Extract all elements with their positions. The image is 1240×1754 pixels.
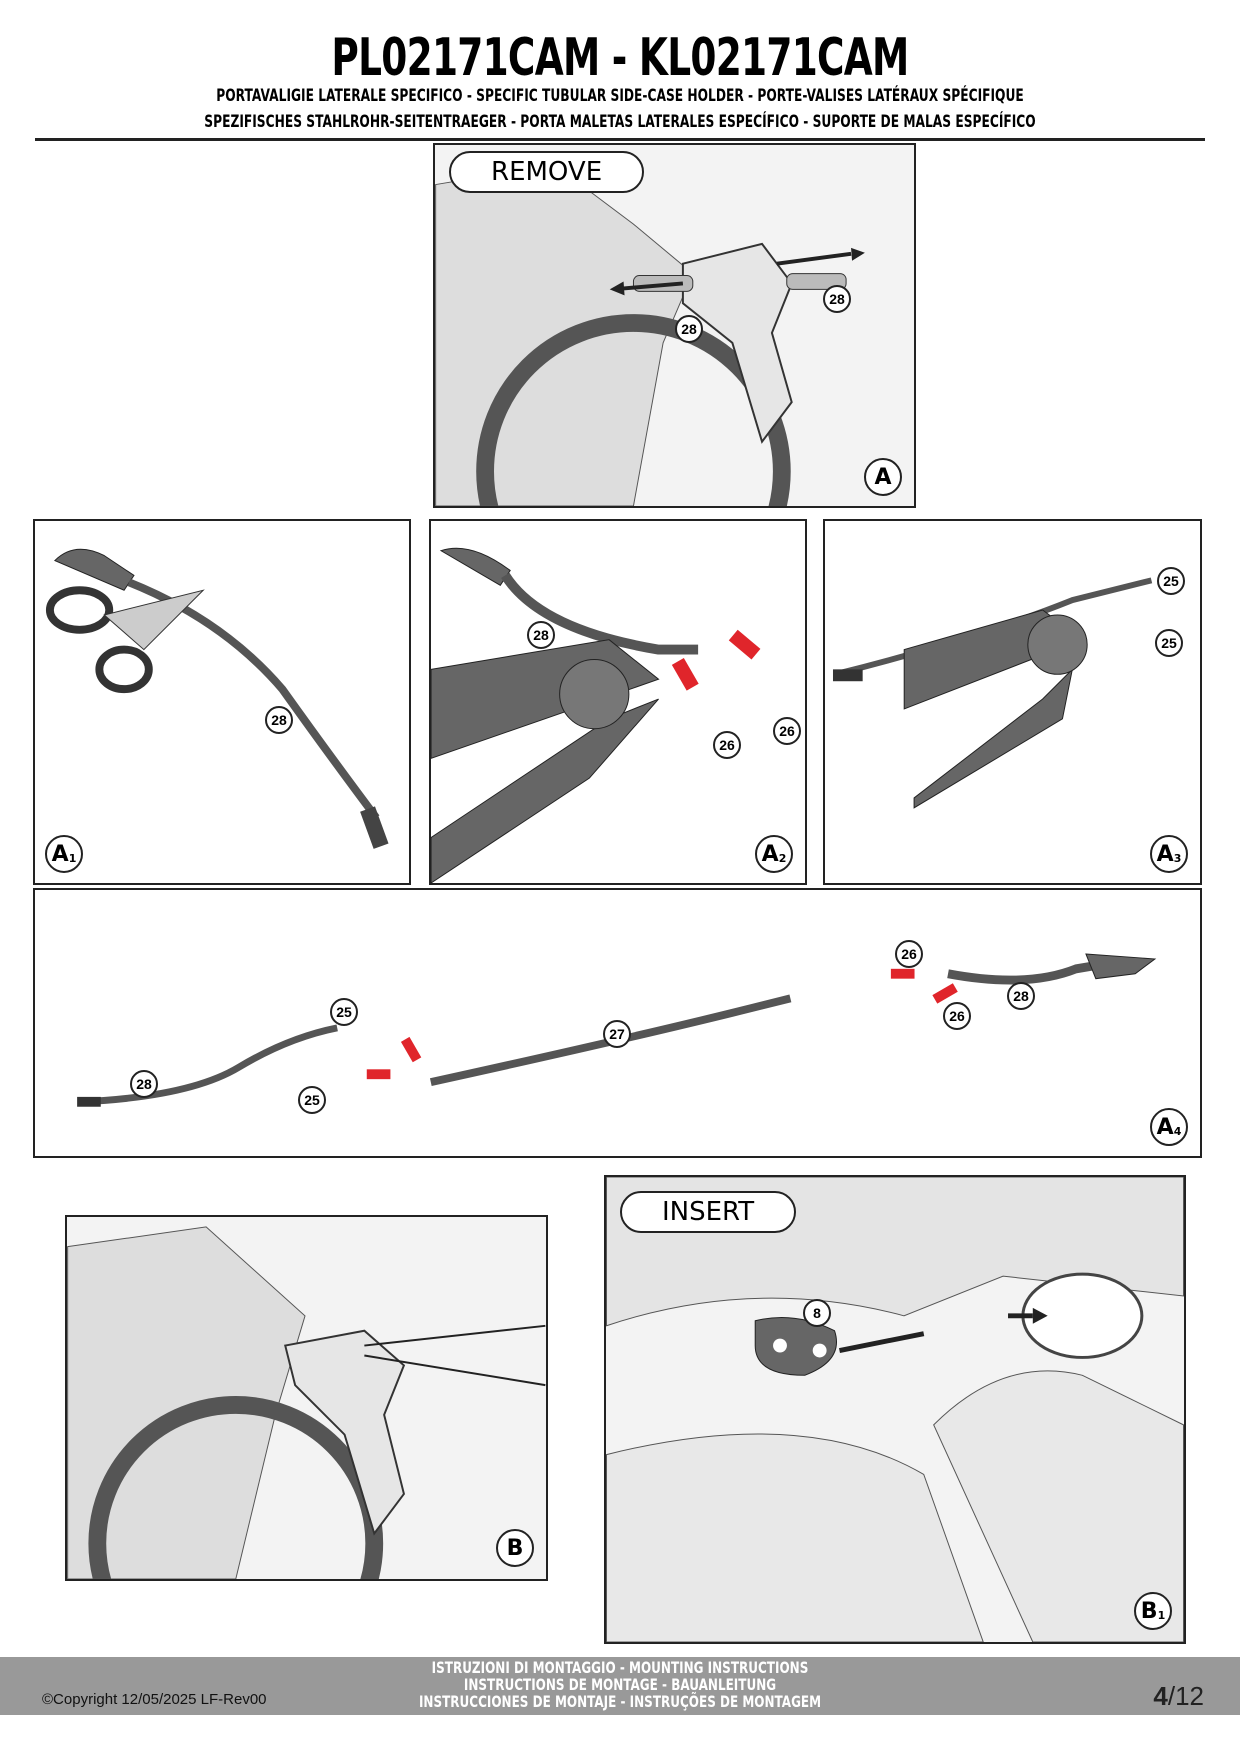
- insert-tag: INSERT: [620, 1191, 797, 1233]
- callout-25: 25: [1157, 567, 1185, 595]
- label-sub: 1: [68, 851, 77, 865]
- callout-26: 26: [943, 1002, 971, 1030]
- copyright: ©Copyright 12/05/2025 LF-Rev00: [42, 1691, 267, 1708]
- grommet-insert-detail: [606, 1177, 1184, 1642]
- callout-25: 25: [1155, 629, 1183, 657]
- callout-28: 28: [130, 1070, 158, 1098]
- label-sub: 3: [1173, 851, 1182, 865]
- callout-25: 25: [330, 998, 358, 1026]
- instructions-line: INSTRUCCIONES DE MONTAJE - INSTRUÇÕES DE…: [418, 1692, 822, 1711]
- panel-label-a: A: [864, 458, 902, 496]
- label-text: A: [761, 841, 779, 867]
- callout-26: 26: [713, 731, 741, 759]
- page-number: 4/12: [1153, 1681, 1204, 1712]
- motorcycle-rear-illustration: [435, 164, 865, 506]
- panel-a: REMOVE 28 28 A: [433, 143, 916, 508]
- instructions-line: ISTRUZIONI DI MONTAGGIO - MOUNTING INSTR…: [431, 1658, 809, 1677]
- label-text: A: [1156, 841, 1174, 867]
- callout-28: 28: [1007, 982, 1035, 1010]
- label-sub: 4: [1173, 1124, 1182, 1138]
- crimping-tool-illustration: [832, 577, 1153, 809]
- callout-28: 28: [527, 621, 555, 649]
- label-text: B: [506, 1535, 524, 1561]
- subtitle-line-1: PORTAVALIGIE LATERALE SPECIFICO - SPECIF…: [216, 86, 1024, 106]
- motorcycle-rear-illustration: [67, 1226, 546, 1579]
- callout-8: 8: [803, 1299, 831, 1327]
- label-text: A: [51, 841, 69, 867]
- panel-b: B: [65, 1215, 548, 1581]
- callout-27: 27: [603, 1020, 631, 1048]
- label-text: A: [874, 464, 892, 490]
- remove-tag: REMOVE: [449, 151, 645, 193]
- page-total: /12: [1167, 1681, 1204, 1711]
- callout-25: 25: [298, 1086, 326, 1114]
- label-sub: 2: [778, 851, 787, 865]
- scissors-cut-wire-illustration: [45, 548, 389, 849]
- page-current: 4: [1153, 1681, 1168, 1711]
- subtitle-line-2: SPEZIFISCHES STAHLROHR-SEITENTRAEGER - P…: [204, 112, 1036, 132]
- callout-28: 28: [675, 315, 703, 343]
- footer-bar: ©Copyright 12/05/2025 LF-Rev00 ISTRUZION…: [0, 1657, 1240, 1715]
- crimping-tool-illustration: [431, 547, 761, 883]
- page-title: PL02171CAM - KL02171CAM: [331, 28, 909, 88]
- footer-instructions: ISTRUZIONI DI MONTAGGIO - MOUNTING INSTR…: [155, 1659, 1085, 1710]
- callout-26: 26: [895, 940, 923, 968]
- callout-26: 26: [773, 717, 801, 745]
- label-sub: 1: [1157, 1608, 1166, 1622]
- label-text: B: [1140, 1598, 1158, 1624]
- instructions-line: INSTRUCTIONS DE MONTAGE - BAUANLEITUNG: [463, 1675, 777, 1694]
- callout-28: 28: [265, 706, 293, 734]
- label-text: A: [1156, 1114, 1174, 1140]
- panel-label-b: B: [496, 1529, 534, 1567]
- header-divider: [35, 138, 1205, 141]
- callout-28: 28: [823, 285, 851, 313]
